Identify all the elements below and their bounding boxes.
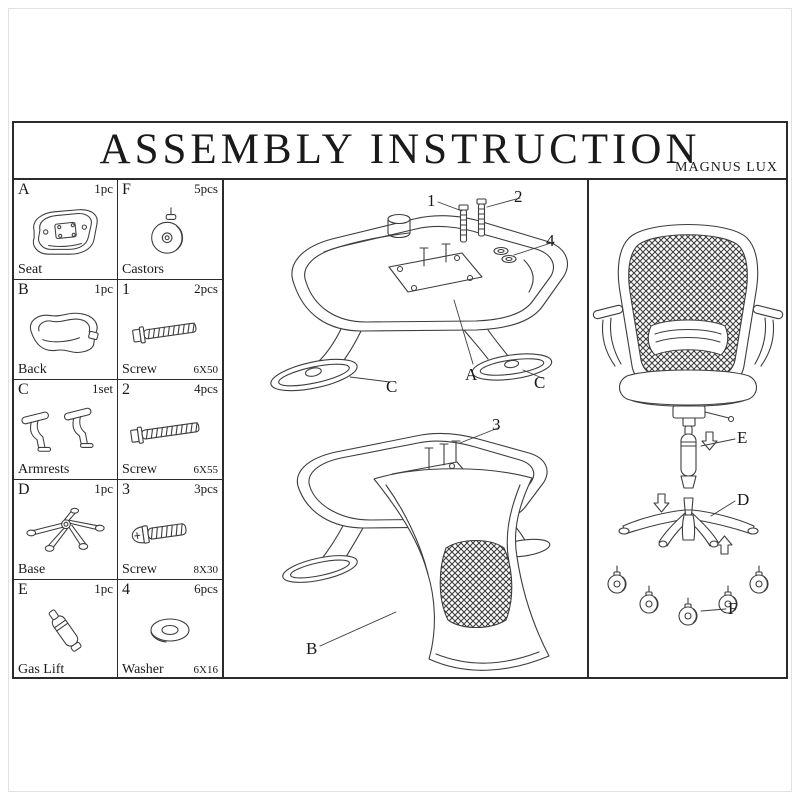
part-id: F	[122, 181, 131, 198]
base-exploded	[618, 497, 759, 548]
part-id: D	[18, 481, 30, 498]
part-size: 6X16	[193, 664, 218, 676]
callout-washer-4: 4	[546, 231, 555, 250]
part-name: Screw	[122, 362, 157, 377]
main-frame: ASSEMBLY INSTRUCTION MAGNUS LUX A 1pc	[12, 121, 788, 679]
callout-seat-a: A	[465, 365, 478, 384]
callout-screw-3: 3	[492, 415, 501, 434]
callout-leg-c-right: C	[534, 373, 546, 392]
part-size: 6X50	[193, 364, 218, 376]
chair-seat	[618, 369, 758, 427]
part-cell-armrests: C 1set	[14, 380, 117, 480]
callout-base-d: D	[737, 490, 750, 509]
page-title: ASSEMBLY INSTRUCTION	[99, 126, 701, 173]
part-qty: 3pcs	[194, 481, 218, 496]
assembled-chair-drawing	[592, 223, 784, 626]
page-border	[8, 8, 792, 792]
part-qty: 1pc	[94, 281, 113, 296]
part-qty: 5pcs	[194, 181, 218, 196]
part-cell-gaslift: E 1pc Ga	[14, 580, 117, 679]
part-id: C	[18, 381, 29, 398]
part-id: E	[18, 581, 28, 598]
part-id: 2	[122, 381, 130, 398]
gaslift-illustration	[18, 599, 113, 662]
chair-armrests	[592, 304, 784, 367]
part-cell-castors: F 5pcs Castors	[118, 180, 222, 280]
part-name: Seat	[18, 262, 43, 277]
callout-back-b: B	[306, 639, 318, 658]
part-cell-back: B 1pc Back	[14, 280, 117, 380]
part-cell-screw3: 3 3pcs	[118, 480, 222, 580]
armrests-illustration	[18, 399, 113, 462]
screw-6x55-illustration	[122, 399, 218, 462]
part-name: Screw	[122, 462, 157, 477]
part-qty: 6pcs	[194, 581, 218, 596]
part-cell-seat: A 1pc Seat	[14, 180, 117, 280]
back-assembly-drawing	[282, 427, 551, 671]
seat-illustration	[18, 199, 113, 262]
part-qty: 2pcs	[194, 281, 218, 296]
gas-lift-exploded	[680, 425, 697, 489]
seat-assembly-drawing	[270, 197, 568, 392]
castor-illustration	[122, 199, 218, 262]
flow-arrows	[653, 431, 733, 555]
part-qty: 1pc	[94, 181, 113, 196]
part-id: 4	[122, 581, 130, 598]
part-cell-washer: 4 6pcs Washer 6X16	[118, 580, 222, 679]
chair-back	[617, 223, 759, 392]
part-name: Armrests	[18, 462, 70, 477]
callout-castor-f: F	[728, 599, 738, 618]
part-size: 6X55	[193, 464, 218, 476]
title-bar: ASSEMBLY INSTRUCTION MAGNUS LUX	[14, 123, 786, 180]
base-illustration	[18, 499, 113, 562]
part-name: Screw	[122, 562, 157, 577]
callout-gaslift-e: E	[737, 428, 748, 447]
part-name: Washer	[122, 662, 164, 677]
part-cell-screw1: 1 2pcs S	[118, 280, 222, 380]
parts-column-2: F 5pcs Castors	[118, 180, 222, 679]
part-qty: 1pc	[94, 581, 113, 596]
seat-and-back-assembly-drawing	[270, 197, 568, 671]
screw-8x30-illustration	[122, 499, 218, 562]
part-id: A	[18, 181, 30, 198]
part-name: Base	[18, 562, 46, 577]
part-id: 1	[122, 281, 130, 298]
parts-list: A 1pc Seat	[14, 180, 224, 679]
screw-6x50-illustration	[122, 299, 218, 362]
callout-screw-2: 2	[514, 187, 523, 206]
assembly-diagrams-panel: 1 2 4 C A C 3 B	[224, 180, 589, 679]
callout-leg-c-left: C	[386, 377, 398, 396]
part-id: 3	[122, 481, 130, 498]
chair-leader-lines	[700, 438, 736, 612]
part-qty: 4pcs	[194, 381, 218, 396]
part-qty: 1pc	[94, 481, 113, 496]
chair-overview-panel: E D F	[589, 180, 788, 679]
washer-illustration	[122, 599, 218, 662]
part-cell-screw2: 2 4pcs S	[118, 380, 222, 480]
part-size: 8X30	[193, 564, 218, 576]
part-name: Castors	[122, 262, 164, 277]
parts-column-1: A 1pc Seat	[14, 180, 118, 679]
castors-exploded	[607, 565, 769, 626]
part-name: Gas Lift	[18, 662, 65, 677]
part-cell-base: D 1pc Base	[14, 480, 117, 580]
back-illustration	[18, 299, 113, 362]
callout-screw-1: 1	[427, 191, 436, 210]
part-id: B	[18, 281, 29, 298]
model-name: MAGNUS LUX	[675, 160, 778, 175]
part-qty: 1set	[92, 381, 113, 396]
part-name: Back	[18, 362, 47, 377]
